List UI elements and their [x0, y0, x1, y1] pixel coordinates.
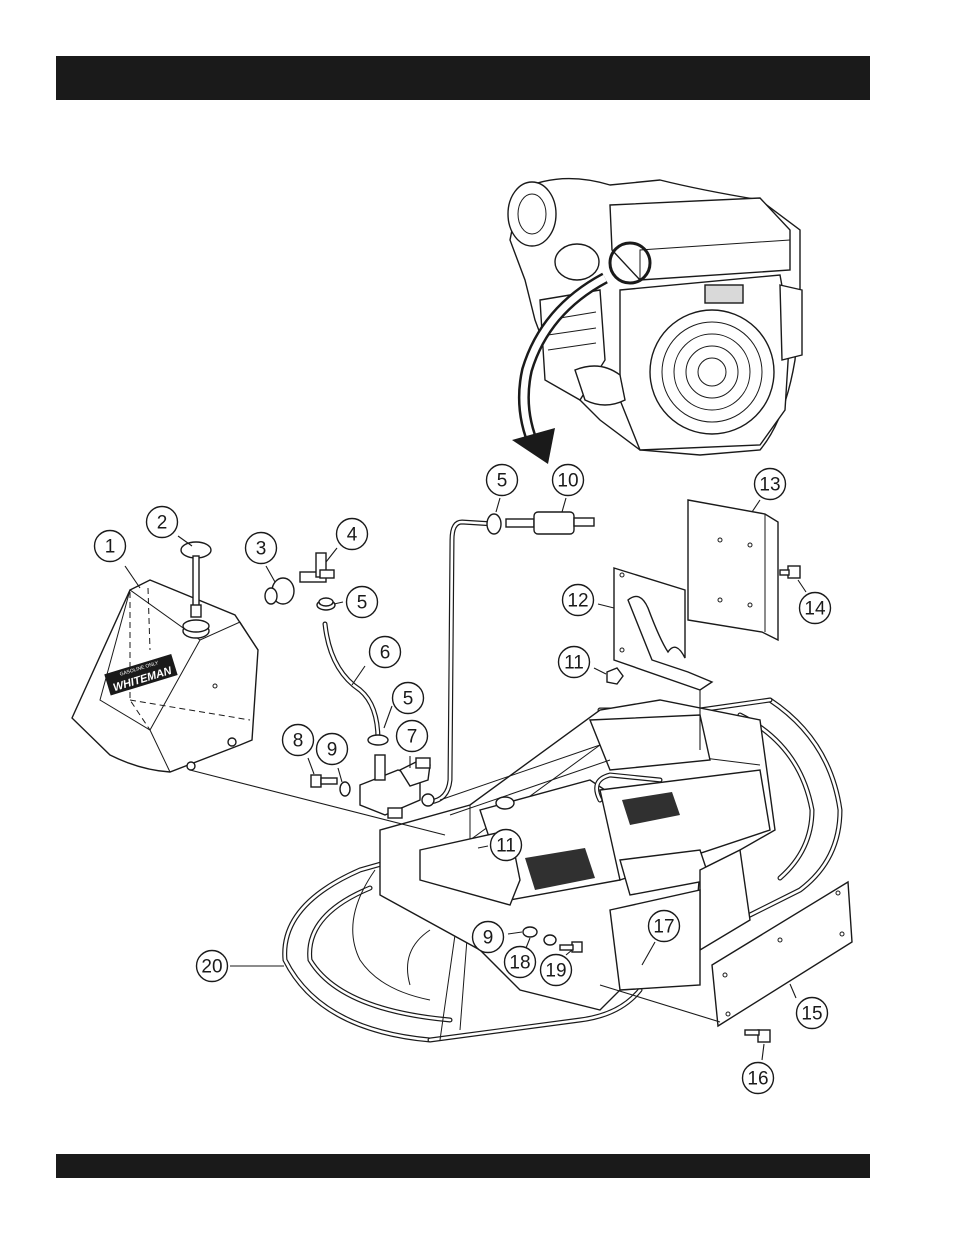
callout-leader	[762, 1044, 764, 1060]
hose-clamp-top	[487, 514, 501, 534]
callout-12: 12	[563, 585, 615, 616]
callout-number: 20	[201, 957, 222, 978]
callout-leader	[125, 566, 140, 588]
callout-number: 5	[403, 689, 414, 710]
screw-lower	[745, 1030, 770, 1042]
callout-leader	[384, 706, 392, 728]
callout-leader	[752, 500, 760, 512]
callout-number: 10	[557, 471, 578, 492]
callout-leader	[598, 604, 614, 608]
callout-number: 1	[105, 537, 116, 558]
callout-number: 7	[407, 727, 418, 748]
callout-14: 14	[798, 580, 831, 624]
callout-leader	[352, 666, 365, 685]
callout-15: 15	[790, 984, 828, 1029]
callout-number: 6	[380, 643, 391, 664]
callout-leader	[790, 984, 796, 998]
callout-11: 11	[559, 647, 607, 678]
callout-leader	[266, 566, 275, 582]
callout-number: 17	[653, 917, 674, 938]
lock-washer	[544, 935, 556, 945]
callout-leader	[326, 548, 337, 562]
callout-16: 16	[743, 1044, 774, 1094]
fuel-filter	[506, 512, 594, 534]
callout-number: 9	[483, 928, 494, 949]
callout-leader	[798, 580, 806, 592]
callout-number: 12	[567, 591, 588, 612]
callout-number: 8	[293, 731, 304, 752]
callout-13: 13	[752, 469, 786, 513]
callout-1: 1	[95, 531, 141, 589]
callout-number: 14	[804, 599, 826, 620]
callout-number: 3	[256, 539, 267, 560]
fuel-line-right	[430, 522, 494, 802]
callout-number: 18	[509, 953, 530, 974]
callout-number: 13	[759, 475, 780, 496]
hex-nut	[607, 668, 623, 684]
electrical-box	[688, 500, 778, 640]
grommet	[265, 578, 294, 604]
callout-number: 5	[357, 593, 368, 614]
callout-number: 9	[327, 740, 338, 761]
callout-leader	[562, 498, 566, 512]
screw	[780, 566, 800, 578]
callout-number: 16	[747, 1069, 768, 1090]
callout-20: 20	[197, 951, 285, 982]
callout-10: 10	[553, 465, 584, 513]
washer	[523, 927, 537, 937]
callout-number: 19	[545, 961, 566, 982]
plate-leader	[600, 985, 720, 1022]
hose-clamp-inner	[319, 598, 333, 606]
callout-leader	[308, 758, 314, 774]
fuel-tank: GASOLINE ONLY WHITEMAN	[72, 580, 258, 772]
callout-leader	[496, 498, 500, 512]
callout-number: 4	[347, 525, 358, 546]
callout-5: 5	[487, 465, 518, 513]
callout-number: 11	[564, 653, 584, 674]
callout-number: 11	[496, 836, 516, 857]
callout-leader	[594, 668, 606, 674]
callout-number: 2	[157, 513, 168, 534]
callout-4: 4	[326, 519, 368, 563]
callout-5: 5	[334, 587, 378, 618]
elbow-fitting	[300, 553, 334, 582]
callout-number: 15	[801, 1004, 822, 1025]
callout-3: 3	[246, 533, 277, 583]
bolt-and-washer	[311, 775, 350, 796]
callout-2: 2	[147, 507, 193, 547]
callout-number: 5	[497, 471, 508, 492]
callout-leader	[338, 768, 342, 782]
callout-leader	[334, 602, 343, 604]
callout-8: 8	[283, 725, 315, 775]
callout-6: 6	[352, 637, 401, 686]
